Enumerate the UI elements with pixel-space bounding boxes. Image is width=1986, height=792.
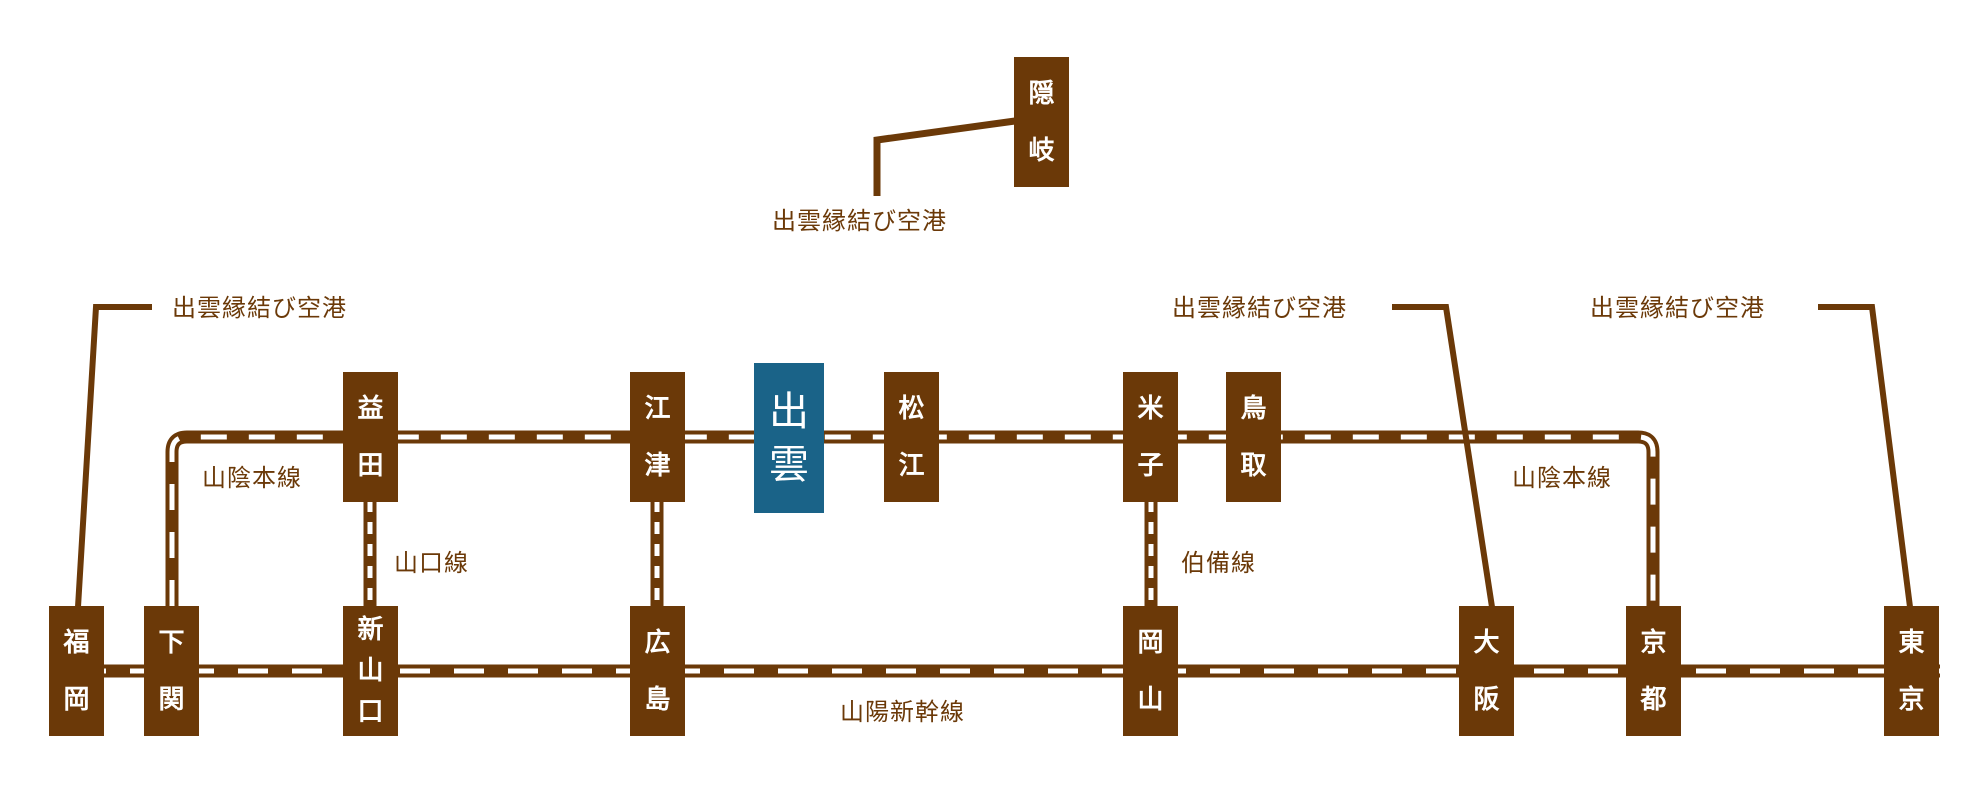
- station-char: 口: [357, 696, 384, 727]
- osaka-airport-leader: [1392, 304, 1495, 608]
- station-char: 益: [357, 393, 384, 424]
- station-shinyamaguchi[interactable]: 新 山 口: [343, 606, 398, 736]
- tokyo-airport-leader: [1818, 304, 1913, 608]
- station-char: 江: [898, 450, 925, 481]
- hakubi-line-label: 伯備線: [1181, 549, 1256, 577]
- station-char: 松: [898, 393, 925, 424]
- station-char: 米: [1137, 393, 1164, 424]
- station-char: 岡: [63, 684, 90, 715]
- station-osaka[interactable]: 大 阪: [1459, 606, 1514, 736]
- sanin-main-line-label-east: 山陰本線: [1512, 464, 1612, 492]
- station-char: 福: [63, 627, 90, 658]
- station-char: 隠: [1028, 78, 1055, 109]
- station-char: 新: [357, 615, 384, 646]
- station-char: 大: [1473, 627, 1500, 658]
- fukuoka-airport-leader: [75, 304, 152, 608]
- oki-airport-leader: [873, 117, 1016, 196]
- station-char: 山: [1137, 684, 1164, 715]
- station-char: 阪: [1473, 684, 1500, 715]
- station-char: 都: [1640, 684, 1667, 715]
- yamaguchi-line-label: 山口線: [394, 549, 469, 577]
- station-okayama[interactable]: 岡 山: [1123, 606, 1178, 736]
- oki-airport-label: 出雲縁結び空港: [772, 207, 947, 235]
- station-oki[interactable]: 隠 岐: [1014, 57, 1069, 187]
- station-char: 山: [357, 655, 384, 686]
- tokyo-airport-label: 出雲縁結び空港: [1590, 294, 1765, 322]
- station-izumo[interactable]: 出 雲: [754, 363, 824, 513]
- fukuoka-airport-label: 出雲縁結び空港: [172, 294, 347, 322]
- station-gotsu[interactable]: 江 津: [630, 372, 685, 502]
- station-char: 鳥: [1240, 393, 1267, 424]
- sanin-main-line-dash: [169, 434, 1656, 606]
- station-char: 出: [769, 388, 809, 435]
- station-char: 関: [158, 684, 185, 715]
- station-yonago[interactable]: 米 子: [1123, 372, 1178, 502]
- sanin-main-line-label-west: 山陰本線: [202, 464, 302, 492]
- osaka-airport-label: 出雲縁結び空港: [1172, 294, 1347, 322]
- station-char: 取: [1240, 450, 1267, 481]
- station-matsue[interactable]: 松 江: [884, 372, 939, 502]
- station-shimonoseki[interactable]: 下 関: [144, 606, 199, 736]
- station-char: 田: [357, 450, 384, 481]
- station-tottori[interactable]: 鳥 取: [1226, 372, 1281, 502]
- station-char: 京: [1640, 627, 1667, 658]
- station-char: 下: [158, 627, 185, 658]
- station-char: 岡: [1137, 627, 1164, 658]
- station-char: 雲: [769, 441, 809, 488]
- station-masuda[interactable]: 益 田: [343, 372, 398, 502]
- station-char: 子: [1137, 450, 1164, 481]
- station-char: 広: [644, 627, 671, 658]
- station-char: 津: [644, 450, 671, 481]
- station-char: 岐: [1028, 135, 1055, 166]
- station-hiroshima[interactable]: 広 島: [630, 606, 685, 736]
- station-tokyo[interactable]: 東 京: [1884, 606, 1939, 736]
- station-char: 島: [644, 684, 671, 715]
- station-char: 東: [1898, 627, 1925, 658]
- station-char: 江: [644, 393, 671, 424]
- station-kyoto[interactable]: 京 都: [1626, 606, 1681, 736]
- sanyo-shinkansen-label: 山陽新幹線: [840, 698, 965, 726]
- station-char: 京: [1898, 684, 1925, 715]
- station-fukuoka[interactable]: 福 岡: [49, 606, 104, 736]
